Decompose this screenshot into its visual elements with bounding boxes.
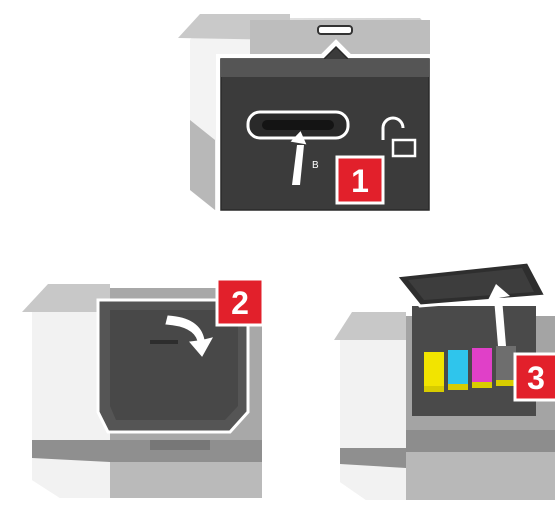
toner-magenta bbox=[472, 348, 492, 382]
step-1-panel: B 1 bbox=[178, 14, 432, 213]
lifted-top-cover bbox=[396, 262, 546, 306]
step-3-panel: 3 bbox=[334, 262, 555, 500]
step-1-badge: 1 bbox=[337, 157, 383, 203]
latch-callout: B 1 bbox=[218, 42, 432, 213]
step-2-panel: 2 bbox=[22, 279, 263, 498]
latch-letter: B bbox=[312, 160, 319, 171]
toner-black bbox=[496, 346, 516, 380]
toner-yellow bbox=[424, 352, 444, 386]
step-3-number: 3 bbox=[527, 360, 545, 396]
step-2-number: 2 bbox=[231, 285, 249, 321]
step-1-number: 1 bbox=[351, 163, 369, 199]
step-2-badge: 2 bbox=[217, 279, 263, 325]
step-3-badge: 3 bbox=[515, 354, 555, 400]
toner-cyan bbox=[448, 350, 468, 384]
printer-illustration-3 bbox=[334, 306, 555, 500]
